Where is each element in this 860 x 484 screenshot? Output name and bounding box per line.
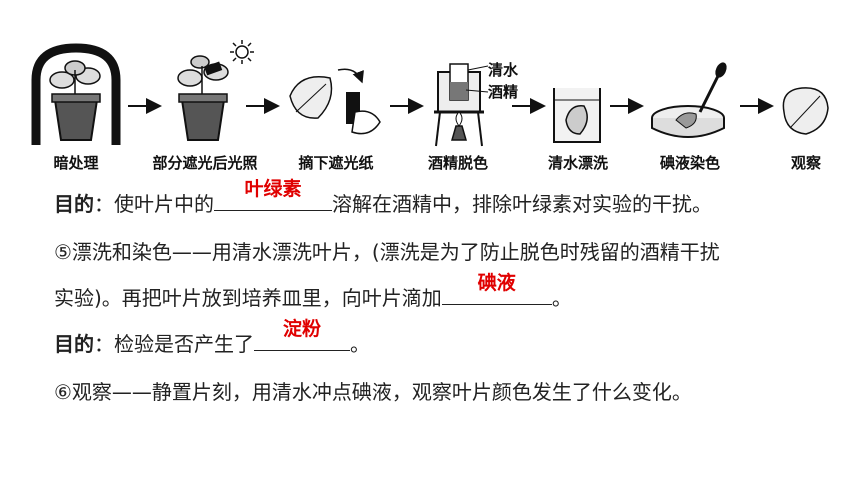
step5-continue-line: 实验)。再把叶片放到培养皿里，向叶片滴加 碘液。 (54, 272, 572, 311)
answer-starch: 淀粉 (282, 318, 322, 340)
answer-blank-3: 淀粉 (254, 318, 350, 351)
step-label-dark-treatment: 暗处理 (53, 154, 99, 172)
purpose-text-b: 溶解在酒精中，排除叶绿素对实验的干扰。 (332, 192, 712, 216)
step5-continue-text-a: 实验)。再把叶片放到培养皿里，向叶片滴加 (54, 286, 442, 310)
observe-leaf-illustration (782, 87, 829, 135)
step-label-alcohol-decolor: 酒精脱色 (427, 154, 489, 172)
purpose2-text-b: 。 (350, 332, 370, 356)
purpose-line-1: 目的：使叶片中的 叶绿素溶解在酒精中，排除叶绿素对实验的干扰。 (54, 178, 712, 217)
step-label-remove-paper: 摘下遮光纸 (298, 154, 374, 172)
answer-blank-1: 叶绿素 (214, 178, 332, 211)
step5-text: ⑤漂洗和染色——用清水漂洗叶片，(漂洗是为了防止脱色时残留的酒精干扰 (54, 240, 720, 264)
step6-line: ⑥观察——静置片刻，用清水冲点碘液，观察叶片颜色发生了什么变化。 (54, 376, 692, 405)
water-label: 清水 (488, 61, 519, 79)
water-rinse-illustration (553, 88, 601, 143)
answer-iodine: 碘液 (477, 272, 516, 294)
step-label-water-rinse: 清水漂洗 (547, 154, 609, 172)
experiment-steps-figure: 清水 酒精 (31, 40, 829, 147)
answer-chlorophyll: 叶绿素 (244, 178, 302, 200)
answer-blank-2: 碘液 (441, 272, 552, 305)
alcohol-decolorization-illustration (434, 63, 489, 147)
step6-text: ⑥观察——静置片刻，用清水冲点碘液，观察叶片颜色发生了什么变化。 (54, 380, 692, 404)
purpose-line-2: 目的：检验是否产生了 淀粉。 (54, 318, 370, 357)
purpose-label: 目的 (54, 192, 94, 216)
dark-treatment-illustration (31, 43, 121, 145)
purpose-label-2: 目的 (54, 332, 94, 356)
step5-continue-text-b: 。 (551, 286, 572, 310)
purpose2-text-a: ：检验是否产生了 (94, 332, 254, 356)
iodine-staining-illustration (651, 62, 727, 138)
step-label-observe: 观察 (790, 154, 822, 172)
step5-line: ⑤漂洗和染色——用清水漂洗叶片，(漂洗是为了防止脱色时残留的酒精干扰 (54, 236, 720, 265)
remove-shading-paper-illustration (289, 68, 381, 135)
step-label-iodine-stain: 碘液染色 (659, 154, 721, 172)
purpose-text-a: ：使叶片中的 (94, 192, 214, 216)
step-label-partial-shading: 部分遮光后光照 (152, 154, 258, 172)
partial-shading-illustration (177, 40, 254, 141)
alcohol-label: 酒精 (488, 83, 518, 101)
